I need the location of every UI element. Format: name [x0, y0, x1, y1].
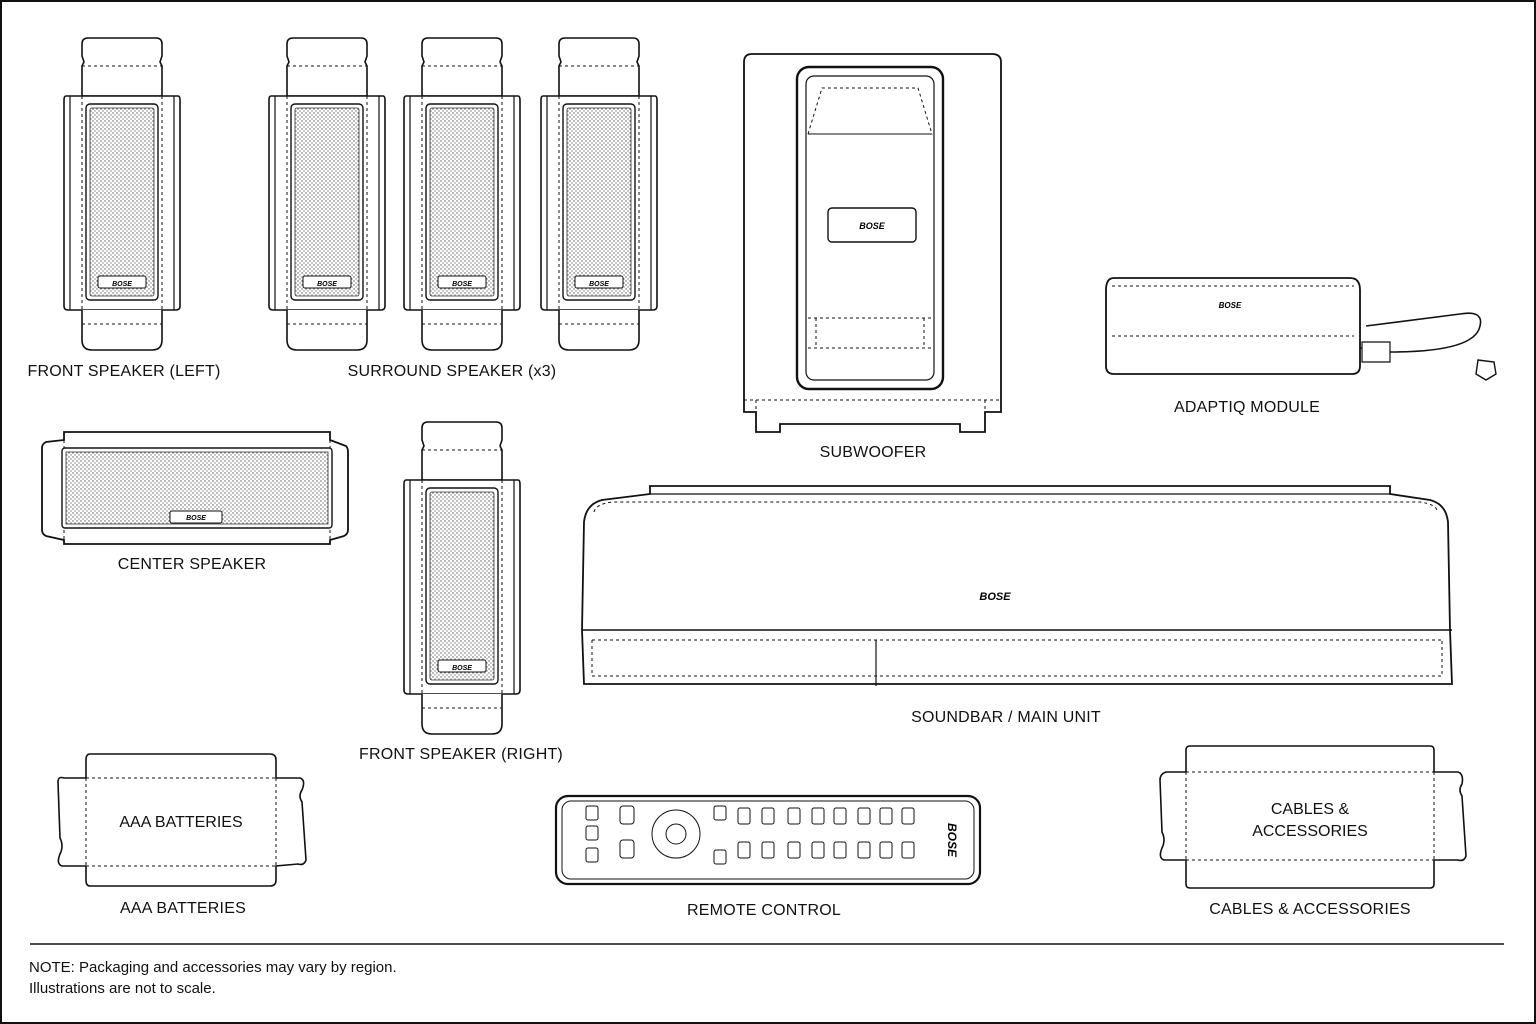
soundbar-label: SOUNDBAR / MAIN UNIT: [911, 709, 1101, 726]
footnote: NOTE: Packaging and accessories may vary…: [29, 957, 397, 999]
adaptiq-module-drawing: BOSE: [1105, 277, 1497, 381]
batteries-box-text: AAA BATTERIES: [119, 814, 243, 831]
cables-box-drawing: [1159, 745, 1467, 889]
cables-box-line2: ACCESSORIES: [1252, 823, 1368, 840]
center-speaker-drawing: BOSE: [41, 431, 349, 545]
cables-label: CABLES & ACCESSORIES: [1209, 901, 1411, 918]
footnote-line1: NOTE: Packaging and accessories may vary…: [29, 959, 397, 976]
cables-box-line1: CABLES &: [1270, 801, 1350, 818]
footnote-line2: Illustrations are not to scale.: [29, 980, 216, 997]
svg-text:BOSE: BOSE: [186, 515, 206, 522]
front-speaker-left-label: FRONT SPEAKER (LEFT): [27, 363, 221, 380]
batteries-label: AAA BATTERIES: [120, 900, 246, 917]
svg-text:BOSE: BOSE: [589, 281, 609, 288]
center-speaker-label: CENTER SPEAKER: [117, 556, 267, 573]
svg-text:BOSE: BOSE: [452, 281, 472, 288]
remote-control-label: REMOTE CONTROL: [687, 902, 841, 919]
svg-text:BOSE: BOSE: [317, 281, 337, 288]
front-speaker-left-drawing: BOSE: [63, 37, 181, 351]
surround-speaker-2-drawing: BOSE: [403, 37, 521, 351]
surround-speaker-3-drawing: BOSE: [540, 37, 658, 351]
front-speaker-right-drawing: BOSE: [403, 421, 521, 735]
svg-text:BOSE: BOSE: [1219, 301, 1242, 310]
svg-text:BOSE: BOSE: [945, 823, 959, 858]
surround-speaker-label: SURROUND SPEAKER (x3): [347, 363, 557, 380]
cables-box-text: CABLES & ACCESSORIES: [1252, 799, 1368, 843]
svg-text:BOSE: BOSE: [452, 665, 472, 672]
svg-text:BOSE: BOSE: [112, 281, 132, 288]
soundbar-drawing: BOSE: [581, 485, 1453, 686]
svg-text:BOSE: BOSE: [859, 221, 886, 231]
subwoofer-label: SUBWOOFER: [819, 444, 927, 461]
batteries-box-drawing: [57, 753, 307, 887]
front-speaker-right-label: FRONT SPEAKER (RIGHT): [359, 746, 563, 763]
remote-control-drawing: BOSE: [554, 794, 982, 886]
svg-text:BOSE: BOSE: [979, 591, 1011, 603]
surround-speaker-1-drawing: BOSE: [268, 37, 386, 351]
adaptiq-module-label: ADAPTIQ MODULE: [1174, 399, 1320, 416]
subwoofer-drawing: BOSE: [743, 53, 1002, 433]
